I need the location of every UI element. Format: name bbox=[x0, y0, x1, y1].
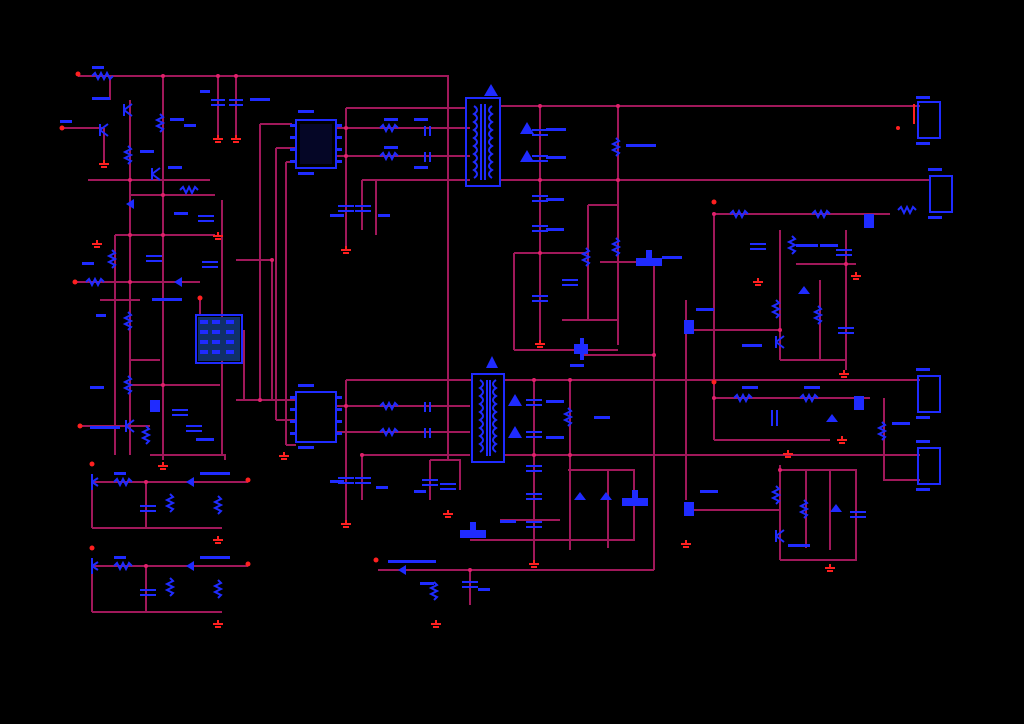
mosfets bbox=[150, 214, 874, 538]
junction-dots bbox=[128, 74, 848, 572]
input-pins bbox=[59, 71, 717, 567]
connector-4 bbox=[916, 440, 941, 491]
ic-driver-bottom bbox=[290, 384, 342, 449]
ground-symbols bbox=[92, 135, 861, 628]
capacitors bbox=[140, 99, 866, 596]
wire-network bbox=[62, 75, 930, 613]
small-diodes bbox=[126, 199, 842, 575]
transistors bbox=[91, 103, 785, 574]
transformer-top bbox=[465, 84, 501, 187]
connector-2 bbox=[928, 168, 953, 219]
ic-driver-top bbox=[290, 110, 342, 175]
ic-controller bbox=[195, 314, 243, 364]
connector-1 bbox=[896, 96, 941, 145]
rectifier-diodes bbox=[508, 122, 534, 438]
transformer-bottom bbox=[471, 356, 505, 463]
component-labels bbox=[60, 66, 910, 591]
resistors bbox=[85, 70, 917, 601]
connector-3 bbox=[916, 368, 941, 419]
